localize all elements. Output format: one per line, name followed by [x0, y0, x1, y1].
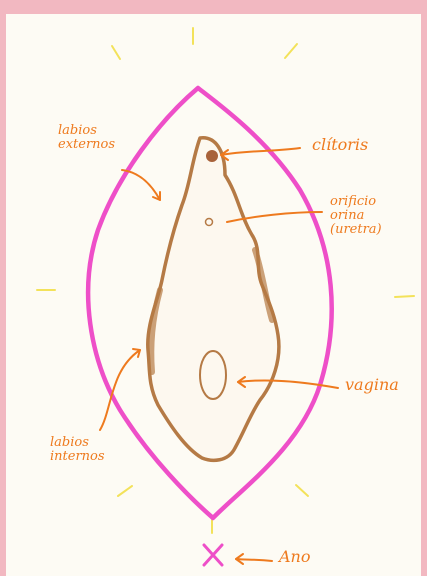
ray — [296, 485, 308, 496]
ray — [118, 486, 132, 496]
ray — [285, 44, 297, 58]
label-labios-externos: labios externos — [58, 124, 115, 152]
leader-clitoris — [221, 148, 300, 155]
label-vagina: vagina — [345, 378, 399, 392]
label-ano: Ano — [279, 550, 311, 564]
label-labios-internos: labios internos — [50, 436, 105, 464]
ray — [395, 296, 414, 297]
label-orificio-orina: orificio orina (uretra) — [330, 195, 382, 237]
label-clitoris: clítoris — [312, 138, 368, 152]
clitoris-mark — [206, 150, 218, 162]
ray — [112, 46, 120, 59]
leader-inner-lips — [100, 350, 140, 430]
leader-anus — [236, 559, 272, 561]
anus-mark — [204, 545, 222, 565]
inner-lips-outline — [148, 138, 279, 460]
